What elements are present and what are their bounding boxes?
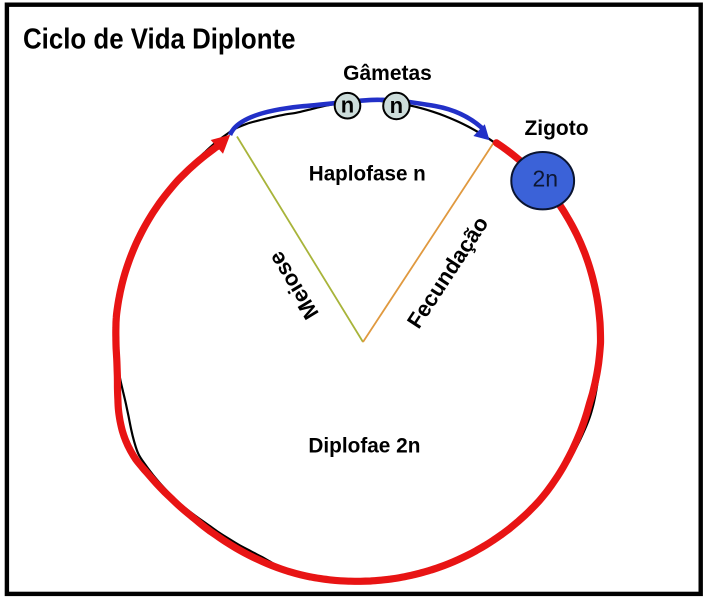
svg-text:n: n — [390, 93, 403, 118]
svg-text:Ciclo de Vida Diplonte: Ciclo de Vida Diplonte — [23, 24, 296, 56]
svg-text:Haplofase n: Haplofase n — [309, 162, 426, 185]
svg-text:2n: 2n — [533, 166, 559, 192]
svg-text:Diplofae 2n: Diplofae 2n — [308, 435, 420, 458]
svg-text:Zigoto: Zigoto — [525, 117, 589, 140]
svg-text:n: n — [341, 93, 354, 118]
svg-text:Gâmetas: Gâmetas — [343, 62, 432, 85]
